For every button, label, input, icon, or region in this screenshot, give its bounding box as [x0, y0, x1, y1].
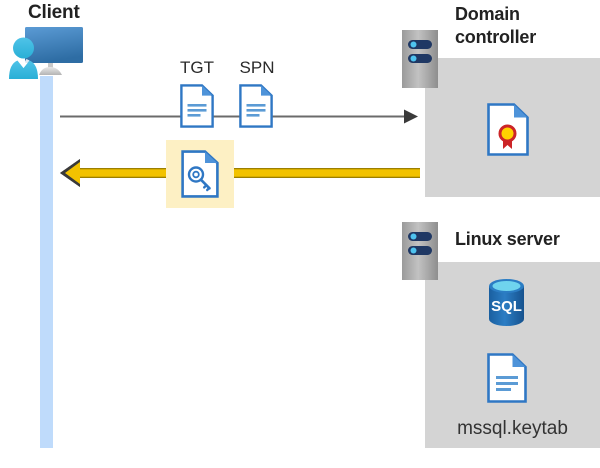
server-rack-icon-linux-server	[402, 222, 438, 280]
keytab-document-icon	[487, 353, 527, 403]
spn-document-icon	[239, 84, 273, 128]
keytab-filename-label: mssql.keytab	[457, 418, 568, 439]
request-arrow-client-to-domain-controller	[60, 107, 418, 127]
response-arrow-domain-controller-to-client	[58, 157, 420, 189]
sql-database-icon: SQL	[483, 276, 530, 329]
domain-controller-title: Domain controller	[455, 3, 595, 49]
server-rack-icon-domain-controller	[402, 30, 438, 88]
linux-server-title: Linux server	[455, 229, 560, 249]
dc-title-line1: Domain	[455, 4, 520, 24]
spn-label: SPN	[239, 58, 275, 77]
user-workstation-icon	[6, 22, 90, 84]
tgt-document-icon	[180, 84, 214, 128]
svg-text:SQL: SQL	[491, 298, 522, 315]
client-title: Client	[28, 2, 80, 23]
key-ticket-document-icon	[181, 150, 219, 198]
tgt-label: TGT	[180, 58, 214, 77]
certificate-document-icon	[487, 103, 529, 156]
client-lifeline	[40, 76, 53, 448]
dc-title-line2: controller	[455, 27, 537, 47]
